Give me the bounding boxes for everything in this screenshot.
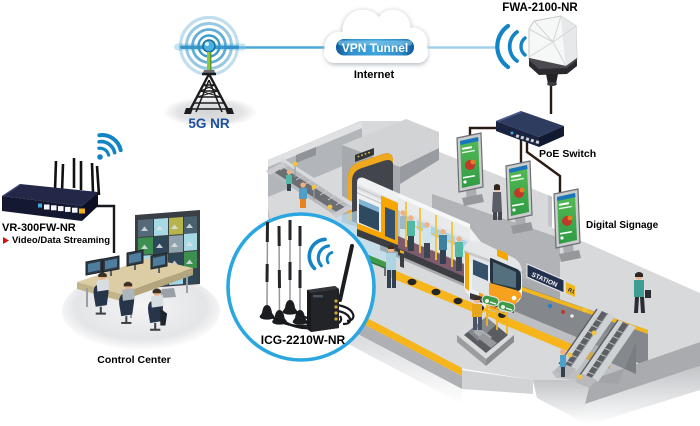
svg-text:FWA-2100-NR: FWA-2100-NR [502,2,578,14]
svg-text:ICG-2210W-NR: ICG-2210W-NR [261,333,346,347]
svg-text:R1: R1 [567,287,576,295]
svg-text:5G NR: 5G NR [188,116,230,131]
svg-text:Internet: Internet [354,69,395,81]
svg-text:Digital Signage: Digital Signage [586,220,659,231]
svg-text:Video/Data Streaming: Video/Data Streaming [12,235,110,246]
svg-text:PoE Switch: PoE Switch [539,148,596,160]
svg-text:Control Center: Control Center [97,354,171,366]
svg-text:VR-300FW-NR: VR-300FW-NR [2,222,76,234]
svg-text:VPN Tunnel: VPN Tunnel [342,41,408,55]
